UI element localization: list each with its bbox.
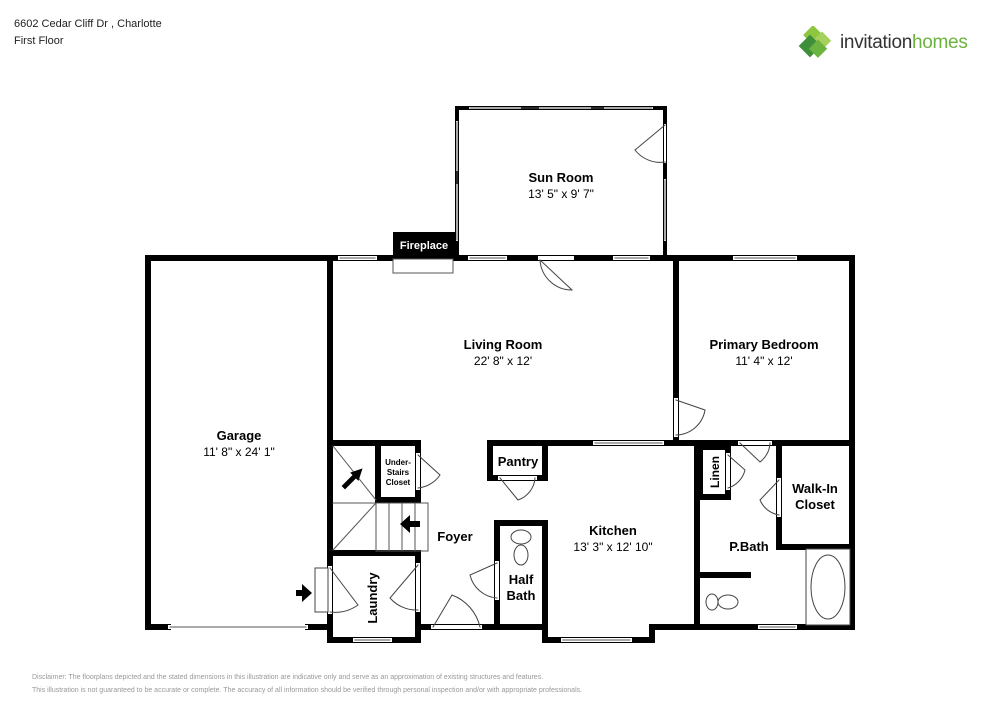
primary-bedroom-name: Primary Bedroom — [709, 337, 818, 352]
hearth — [392, 258, 454, 274]
walk-in-l2: Closet — [795, 497, 835, 512]
living-room-dims: 22' 8" x 12' — [474, 354, 532, 368]
pantry-name: Pantry — [498, 454, 539, 469]
fixtures — [510, 529, 851, 626]
under-stairs-l1: Under- — [385, 458, 411, 467]
linen-name: Linen — [708, 456, 722, 488]
laundry-name: Laundry — [365, 572, 380, 624]
up-right-arrow-icon — [341, 468, 363, 490]
sun-room-name: Sun Room — [529, 170, 594, 185]
address: 6602 Cedar Cliff Dr , Charlotte — [14, 18, 162, 30]
floor-label: First Floor — [14, 35, 64, 47]
stair-arrows — [296, 468, 420, 602]
logo-mark-icon — [798, 26, 832, 58]
sun-room-dims: 13' 5" x 9' 7" — [528, 187, 594, 201]
kitchen-name: Kitchen — [589, 523, 637, 538]
logo: invitationhomes — [798, 26, 968, 60]
fireplace — [393, 232, 455, 256]
under-stairs-l3: Closet — [386, 478, 411, 487]
right-arrow-icon — [296, 584, 312, 602]
primary-bedroom-dims: 11' 4" x 12' — [735, 354, 792, 368]
garage-dims: 11' 8" x 24' 1" — [203, 445, 275, 459]
living-room-name: Living Room — [464, 337, 543, 352]
fireplace-label: Fireplace — [400, 240, 448, 252]
garage-name: Garage — [217, 428, 262, 443]
disclaimer-line-2: This illustration is not guaranteed to b… — [32, 687, 583, 694]
pbath-name: P.Bath — [729, 539, 769, 554]
walk-in-l1: Walk-In — [792, 481, 838, 496]
half-bath-l2: Bath — [507, 588, 536, 603]
logo-word-homes: homes — [912, 32, 968, 53]
kitchen-dims: 13' 3" x 12' 10" — [573, 540, 652, 554]
half-bath-l1: Half — [509, 572, 534, 587]
logo-word-invitation: invitation — [840, 32, 912, 53]
doors — [314, 124, 780, 628]
under-stairs-l2: Stairs — [387, 468, 410, 477]
foyer-name: Foyer — [437, 529, 472, 544]
walls — [145, 106, 855, 643]
left-arrow-icon — [400, 515, 420, 533]
disclaimer-line-1: Disclaimer: The floorplans depicted and … — [32, 674, 544, 681]
